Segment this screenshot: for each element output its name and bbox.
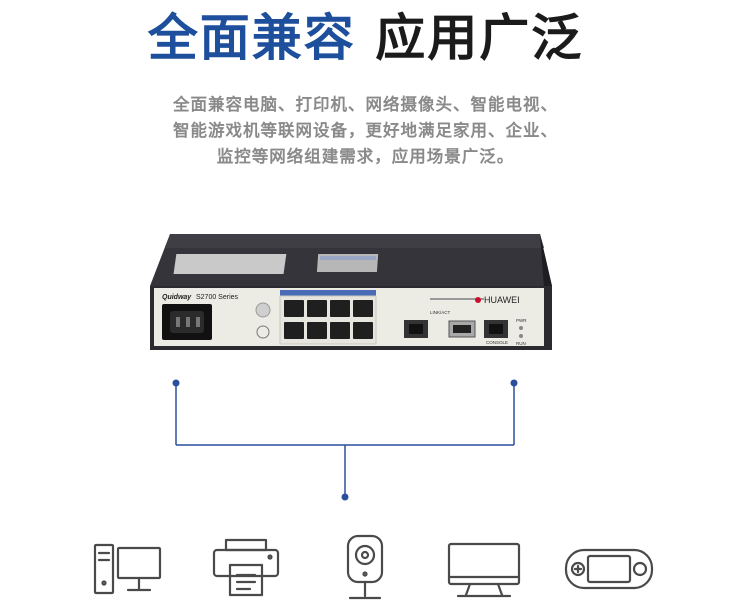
- led-pwr-icon: [519, 326, 523, 330]
- brand-logo-icon: [475, 297, 481, 303]
- monitor-icon: [447, 542, 521, 598]
- game-console-icon: [564, 548, 654, 590]
- desktop-computer-icon: [93, 543, 162, 595]
- console-label: CONSOLE: [486, 340, 508, 345]
- connector-dot-bottom: [341, 493, 349, 501]
- title-main: 应用广泛: [375, 9, 584, 67]
- ethernet-port[interactable]: [353, 300, 373, 317]
- ethernet-port[interactable]: [307, 322, 327, 339]
- ethernet-port[interactable]: [284, 322, 304, 339]
- network-switch: Quidway S2700 Series LINK/ACT HUAWEI CON…: [150, 234, 552, 350]
- led-pwr-label: PWR: [516, 318, 527, 323]
- description-line-2: 智能游戏机等联网设备，更好地满足家用、企业、: [173, 121, 558, 140]
- led-run-icon: [519, 334, 523, 338]
- ethernet-ports[interactable]: [284, 300, 373, 339]
- description: 全面兼容电脑、打印机、网络摄像头、智能电视、 智能游戏机等联网设备，更好地满足家…: [0, 92, 731, 170]
- ethernet-port[interactable]: [284, 300, 304, 317]
- model-series: S2700 Series: [196, 294, 239, 301]
- page-title: 全面兼容 应用广泛: [0, 6, 731, 70]
- ethernet-port[interactable]: [307, 300, 327, 317]
- model-brand: Quidway: [162, 294, 192, 301]
- ethernet-port[interactable]: [330, 322, 350, 339]
- connector-dot-left: [172, 379, 180, 387]
- brand-name: HUAWEI: [484, 295, 520, 305]
- printer-icon: [212, 538, 280, 597]
- ethernet-port[interactable]: [353, 322, 373, 339]
- description-line-1: 全面兼容电脑、打印机、网络摄像头、智能电视、: [173, 95, 558, 114]
- led-run-label: RUN: [516, 341, 526, 346]
- ethernet-port[interactable]: [330, 300, 350, 317]
- ground-icon: [256, 325, 270, 339]
- description-line-3: 监控等网络组建需求，应用场景广泛。: [216, 147, 515, 166]
- port-number-strip: [280, 290, 376, 296]
- ground-screw: [255, 302, 271, 318]
- webcam-icon: [346, 534, 384, 600]
- title-highlight: 全面兼容: [147, 9, 356, 67]
- top-label-left: [173, 254, 287, 274]
- connector-dot-right: [510, 379, 518, 387]
- link-act-label: LINK/ACT: [430, 310, 451, 315]
